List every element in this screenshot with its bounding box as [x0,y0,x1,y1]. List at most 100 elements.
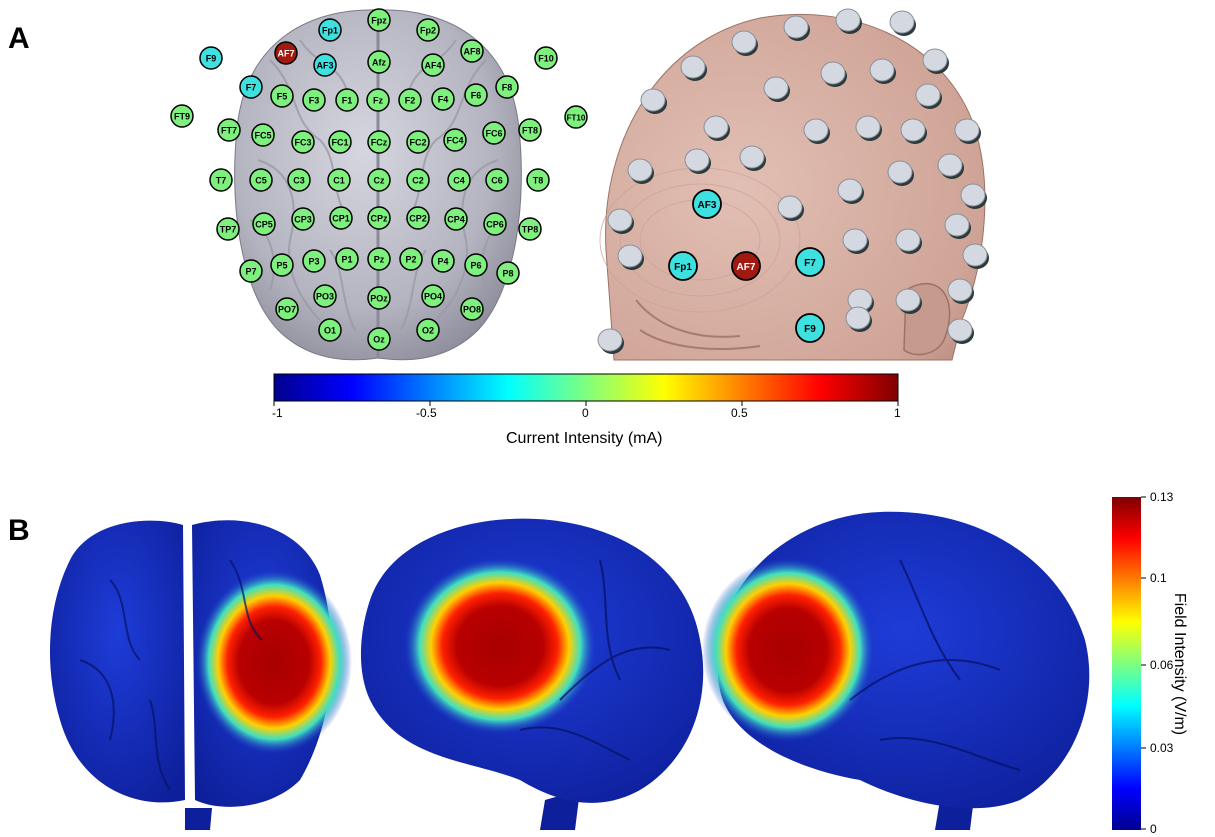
svg-text:FC6: FC6 [485,129,502,139]
electrode-o1: O1 [318,318,342,342]
svg-text:CP1: CP1 [332,214,350,224]
svg-text:F9: F9 [206,54,217,64]
electrode-fcz: FCz [367,130,391,154]
electrode-fp2: Fp2 [416,18,440,42]
electrode-c6: C6 [485,168,509,192]
electrode-fpz: Fpz [367,8,391,32]
current-tick-label: -0.5 [416,406,437,420]
electrode-peg [684,148,710,172]
electrode-peg [855,115,881,139]
electrode-f6: F6 [464,83,488,107]
electrode-peg [627,158,653,182]
electrode-peg [837,178,863,202]
electrode-f7: F7 [239,75,263,99]
svg-text:FT8: FT8 [522,126,538,136]
electrode-ft8: FT8 [518,118,542,142]
electrode-peg [845,306,871,330]
electrode-af8: AF8 [460,39,484,63]
electrode-cz: Cz [367,168,391,192]
electrode-p4: P4 [431,249,455,273]
electrode-f1: F1 [335,88,359,112]
electrode-peg [617,244,643,268]
electrode-peg [887,160,913,184]
field-tick-label: 0 [1150,822,1157,836]
electrode-fz: Fz [366,88,390,112]
electrode-c2: C2 [406,168,430,192]
svg-text:PO8: PO8 [463,305,481,315]
svg-text:Pz: Pz [374,255,385,265]
svg-text:TP8: TP8 [522,225,539,235]
svg-text:Fz: Fz [373,96,383,106]
field-colorbar-gradient [1112,497,1141,830]
svg-text:PO3: PO3 [316,292,334,302]
brain-right-oblique-view [702,511,1090,830]
electrode-peg [607,208,633,232]
svg-text:FC4: FC4 [446,136,463,146]
electrode-tp7: TP7 [216,217,240,241]
electrode-t7: T7 [209,168,233,192]
electrode-p8: P8 [496,261,520,285]
panel-b-letter: B [8,514,30,547]
electrode-p3: P3 [302,249,326,273]
svg-text:P6: P6 [470,261,481,271]
svg-text:Fpz: Fpz [371,16,387,26]
electrode-f5: F5 [270,84,294,108]
brain-left-lateral-view [360,518,704,830]
svg-text:AF3: AF3 [316,61,333,71]
electrode-p5: P5 [270,253,294,277]
electrode-peg [947,278,973,302]
svg-text:C4: C4 [453,176,465,186]
electrode-fc5: FC5 [251,123,275,147]
electrode-ft9: FT9 [170,104,194,128]
head-electrode-af7: AF7 [731,251,761,281]
electrode-peg [947,318,973,342]
svg-text:CP4: CP4 [447,215,465,225]
electrode-c1: C1 [327,168,351,192]
head-electrode-f9: F9 [795,313,825,343]
field-tick-label: 0.1 [1150,571,1167,585]
electrode-fp1: Fp1 [318,18,342,42]
svg-text:F10: F10 [538,54,554,64]
svg-text:AF3: AF3 [698,200,717,211]
svg-text:AF4: AF4 [424,61,441,71]
current-tick-label: -1 [272,406,283,420]
electrode-af4: AF4 [421,53,445,77]
electrode-peg [954,118,980,142]
svg-text:P7: P7 [245,267,256,277]
current-colorbar-title: Current Intensity (mA) [506,430,663,447]
current-tick-label: 0.5 [731,406,748,420]
electrode-p7: P7 [239,259,263,283]
electrode-peg [922,48,948,72]
svg-text:C3: C3 [293,176,305,186]
electrode-peg [895,288,921,312]
electrode-peg [640,88,666,112]
electrode-ft7: FT7 [217,118,241,142]
svg-text:P5: P5 [276,261,287,271]
svg-text:C2: C2 [412,176,424,186]
electrode-peg [703,115,729,139]
electrode-p2: P2 [399,247,423,271]
electrode-p6: P6 [464,253,488,277]
svg-text:F2: F2 [405,96,416,106]
svg-text:FC5: FC5 [254,131,271,141]
electrode-f3: F3 [302,88,326,112]
svg-text:P3: P3 [308,257,319,267]
svg-text:CPz: CPz [370,214,388,224]
svg-text:Afz: Afz [372,58,386,68]
svg-text:C5: C5 [255,176,267,186]
electrode-f8: F8 [495,75,519,99]
electrode-peg [842,228,868,252]
electrode-peg [869,58,895,82]
electrode-fc3: FC3 [291,130,315,154]
svg-text:AF7: AF7 [277,49,294,59]
electrode-c3: C3 [287,168,311,192]
current-tick-label: 0 [582,406,589,420]
electrode-peg [763,76,789,100]
electrode-peg [680,55,706,79]
electrode-fc1: FC1 [328,130,352,154]
electrode-po3: PO3 [313,284,337,308]
svg-text:Fp2: Fp2 [420,26,436,36]
current-tick-label: 1 [894,406,901,420]
